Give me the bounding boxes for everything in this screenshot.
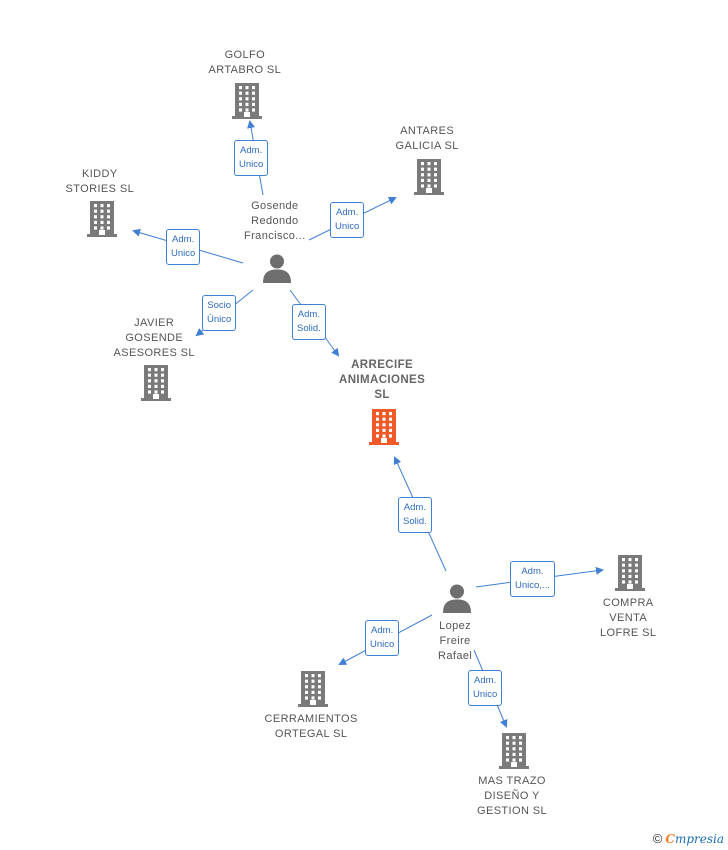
edge-label-line: Unico — [239, 159, 264, 170]
edge-label-line: Adm. — [521, 566, 544, 577]
edge-label-line: Adm. — [240, 145, 263, 156]
edge-label-line: Unico — [335, 221, 360, 232]
node-label-arrecife[interactable]: ARRECIFE ANIMACIONES SL — [339, 358, 425, 403]
node-label-line: ANTARES — [400, 125, 455, 137]
person-icon[interactable] — [262, 253, 292, 288]
node-label-line: SL — [374, 389, 390, 401]
edge-label-line: Socio — [207, 300, 232, 311]
brand-name: mpresia — [674, 832, 724, 846]
node-label-mastrazo[interactable]: MAS TRAZO DISEÑO Y GESTION SL — [477, 774, 547, 819]
copyright-symbol: © — [652, 831, 663, 846]
node-label-line: COMPRA — [602, 597, 654, 609]
edge-label-line: Unico,... — [515, 580, 550, 591]
edge-label-line: Solid. — [297, 323, 321, 334]
edge-label-line: Adm. — [403, 502, 426, 513]
node-label-line: ASESORES SL — [113, 347, 195, 359]
company-building-icon[interactable] — [232, 83, 262, 124]
node-label-line: KIDDY — [81, 168, 118, 180]
node-label-line: LOFRE SL — [600, 627, 657, 639]
node-label-line: Gosende — [251, 200, 299, 212]
edge-label-line: Unico — [171, 248, 196, 259]
edge-label-line: Adm. — [474, 675, 497, 686]
main-company-building-icon[interactable] — [369, 409, 399, 450]
node-label-line: MAS TRAZO — [478, 775, 546, 787]
edge-label-line: Adm. — [172, 234, 195, 245]
node-label-kiddy[interactable]: KIDDY STORIES SL — [66, 167, 135, 197]
node-label-line: Freire — [439, 635, 471, 647]
node-label-golfo[interactable]: GOLFO ARTABRO SL — [209, 48, 282, 78]
company-building-icon[interactable] — [87, 201, 117, 242]
edge-label-line: Adm. — [297, 309, 320, 320]
company-building-icon[interactable] — [141, 365, 171, 406]
node-label-line: Rafael — [438, 650, 473, 662]
node-label-line: Redondo — [251, 215, 299, 227]
edge-label-gosende-antares[interactable]: Adm. Unico — [330, 202, 365, 238]
edge-label-line: Unico — [370, 639, 395, 650]
node-label-line: DISEÑO Y — [484, 790, 540, 802]
node-label-line: ORTEGAL SL — [274, 728, 348, 740]
edge-label-gosende-arrecife[interactable]: Adm. Solid. — [292, 304, 326, 340]
edge-label-lopez-compra[interactable]: Adm. Unico,... — [510, 561, 555, 597]
node-label-line: STORIES SL — [65, 183, 135, 195]
node-label-line: Lopez — [439, 620, 472, 632]
node-label-line: JAVIER — [134, 317, 175, 329]
company-building-icon[interactable] — [414, 159, 444, 200]
node-label-line: ARRECIFE — [351, 359, 414, 371]
node-label-line: GESTION SL — [477, 805, 548, 817]
edge-label-line: Unico — [473, 689, 498, 700]
edge-label-lopez-arrecife[interactable]: Adm. Solid. — [398, 497, 432, 533]
edge-label-line: Solid. — [403, 516, 427, 527]
node-label-line: Francisco... — [244, 230, 306, 242]
node-label-line: GOSENDE — [125, 332, 184, 344]
edge-label-gosende-kiddy[interactable]: Adm. Unico — [166, 229, 201, 265]
edge-label-line: Único — [207, 314, 232, 325]
edge-label-lopez-mastrazo[interactable]: Adm. Unico — [468, 670, 503, 706]
company-building-icon[interactable] — [615, 555, 645, 596]
edge-label-lopez-cerramientos[interactable]: Adm. Unico — [365, 620, 400, 656]
copyright-brand: ©Cmpresia — [653, 831, 724, 846]
node-label-cerramientos[interactable]: CERRAMIENTOS ORTEGAL SL — [265, 712, 358, 742]
company-building-icon[interactable] — [298, 671, 328, 712]
node-label-line: GALICIA SL — [395, 140, 459, 152]
person-icon[interactable] — [442, 583, 472, 618]
edge-label-line: Adm. — [371, 625, 394, 636]
node-label-line: VENTA — [609, 612, 648, 624]
node-label-line: GOLFO — [224, 49, 266, 61]
node-label-line: CERRAMIENTOS — [264, 713, 358, 725]
node-label-line: ANIMACIONES — [339, 374, 426, 386]
node-label-javier[interactable]: JAVIER GOSENDE ASESORES SL — [114, 316, 195, 361]
edge-label-gosende-golfo[interactable]: Adm. Unico — [234, 140, 269, 176]
node-label-antares[interactable]: ANTARES GALICIA SL — [396, 124, 459, 154]
company-building-icon[interactable] — [499, 733, 529, 774]
node-label-line: ARTABRO SL — [208, 64, 282, 76]
edge-label-line: Adm. — [336, 207, 359, 218]
brand-initial: C — [665, 832, 675, 846]
node-label-compra[interactable]: COMPRA VENTA LOFRE SL — [600, 596, 656, 641]
